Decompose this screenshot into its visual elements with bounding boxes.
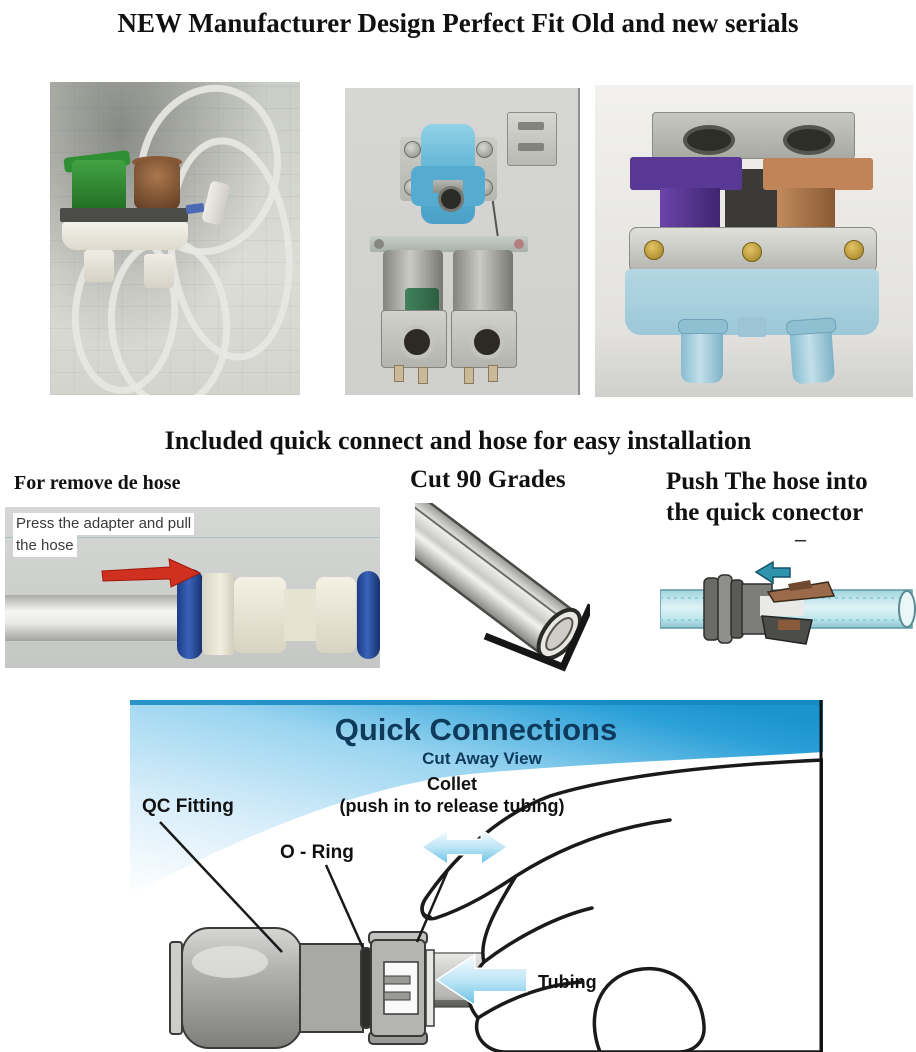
graph-line: [5, 537, 380, 538]
collet-label-line2: (push in to release tubing): [339, 796, 564, 816]
double-arrow-icon: [420, 828, 509, 866]
header-band: [130, 700, 823, 896]
red-arrow-icon: [101, 558, 202, 588]
connector-collet: [202, 573, 236, 655]
blue-collet-ring: [357, 571, 380, 659]
push-arrow-icon: [754, 560, 791, 585]
valve-body: [62, 222, 188, 250]
valve-photo-blue-body: [345, 88, 580, 395]
push-heading-line1: Push The hose into: [666, 468, 868, 495]
qc-fitting-label: QC Fitting: [142, 796, 234, 817]
purple-coil-bar: [630, 157, 742, 190]
outlet-port-right: [785, 317, 837, 385]
valve-plate: [629, 227, 877, 273]
cut-heading: Cut 90 Grades: [410, 466, 566, 493]
valve-top-plate: [60, 208, 188, 222]
section-title: Included quick connect and hose for easy…: [164, 426, 752, 455]
outlet-stub: [144, 254, 174, 288]
tubing-label: Tubing: [538, 972, 597, 992]
right-angle-mark: [483, 603, 590, 672]
coil-foot-right: [451, 310, 517, 384]
coil-bracket-bar: [370, 236, 528, 252]
valve-photo-purple-copper: [595, 85, 913, 397]
note-line-1: Press the adapter and pull: [13, 513, 195, 535]
copper-coil-bar: [763, 158, 873, 190]
connector-body: [316, 577, 356, 653]
remove-hose-heading: For remove de hose: [14, 472, 181, 494]
push-heading-line2: the quick conector: [666, 499, 864, 526]
qc-title: Quick Connections: [335, 712, 617, 747]
o-ring-label: O - Ring: [280, 842, 354, 863]
qc-fitting-graphic: [169, 927, 435, 1049]
blue-collet-ring: [177, 569, 203, 659]
quick-connections-drawing: Quick Connections Cut Away View: [130, 700, 825, 1052]
cut-tube-photo: [415, 503, 590, 681]
top-bracket: [652, 112, 855, 159]
note-line-2: the hose: [13, 535, 77, 557]
inlet-hole: [438, 186, 464, 212]
push-diagram-drawing: [660, 560, 916, 645]
quick-connections-panel: Quick Connections Cut Away View: [130, 700, 825, 1052]
collet-label-line1: Collet: [427, 774, 477, 794]
connector-body: [234, 577, 286, 653]
push-heading: Push The hose into the quick conector: [666, 466, 868, 528]
remove-hose-note: Press the adapter and pull the hose: [13, 513, 195, 557]
center-nub: [737, 317, 767, 337]
tubing-arrow-icon: [435, 953, 528, 1007]
brown-solenoid-coil: [134, 160, 180, 210]
outlet-port-left: [678, 319, 728, 383]
valve-photo-green-brown: [50, 82, 300, 395]
main-title: NEW Manufacturer Design Perfect Fit Old …: [117, 8, 799, 38]
coil-foot-left: [381, 310, 447, 384]
cut-tube-drawing: [415, 503, 590, 672]
push-connector-diagram: [660, 548, 916, 653]
remove-hose-photo: Press the adapter and pull the hose: [5, 507, 380, 668]
green-solenoid-coil: [72, 160, 126, 214]
connector-waist: [284, 589, 318, 641]
mounting-bracket: [507, 112, 557, 166]
outlet-stub: [84, 250, 114, 282]
connector-cutaway: [703, 574, 836, 645]
leader-lines: [159, 821, 450, 953]
qc-subtitle: Cut Away View: [422, 749, 542, 768]
push-dash: –: [795, 526, 806, 551]
